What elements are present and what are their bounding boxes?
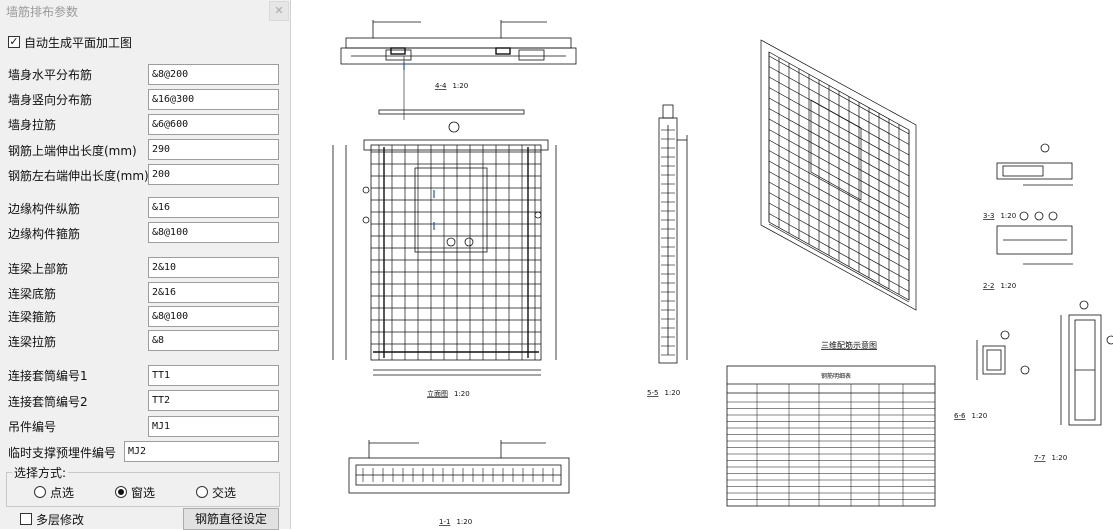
multi-layer-checkbox[interactable] (20, 513, 32, 525)
section-1-1-drawing (348, 440, 570, 494)
field-label: 墙身水平分布筋 (8, 68, 93, 82)
auto-generate-label: 自动生成平面加工图 (24, 36, 133, 50)
field-label: 连接套筒编号1 (8, 369, 88, 383)
field-label: 钢筋上端伸出长度(mm) (8, 144, 137, 158)
radio-window-select[interactable] (115, 486, 127, 498)
elevation-drawing (332, 109, 557, 376)
field-label: 连梁上部筋 (8, 262, 69, 276)
field-label: 墙身竖向分布筋 (8, 93, 93, 107)
select-mode-group (6, 472, 280, 507)
top-extension-input[interactable]: 290 (148, 139, 279, 160)
lifting-piece-input[interactable]: MJ1 (148, 416, 279, 437)
rebar-schedule-table (726, 365, 936, 507)
rebar-parameters-panel: 墙筋排布参数 ✕ ✓ 自动生成平面加工图 墙身水平分布筋 &8@200 墙身竖向… (0, 0, 291, 530)
radio-label: 交选 (212, 486, 237, 500)
field-label: 吊件编号 (8, 420, 57, 434)
section-7-7-drawing (1060, 300, 1113, 426)
horizontal-rebar-input[interactable]: &8@200 (148, 64, 279, 85)
field-label: 边缘构件纵筋 (8, 202, 81, 216)
radio-point-select[interactable] (34, 486, 46, 498)
radio-label: 点选 (50, 486, 75, 500)
panel-title: 墙筋排布参数 (6, 5, 79, 19)
field-label: 连梁拉筋 (8, 335, 57, 349)
field-label: 连梁底筋 (8, 287, 57, 301)
3d-rebar-view (760, 39, 917, 311)
beam-bottom-rebar-input[interactable]: 2&16 (148, 282, 279, 303)
side-extension-input[interactable]: 200 (148, 164, 279, 185)
vertical-rebar-input[interactable]: &16@300 (148, 89, 279, 110)
panel-titlebar: 墙筋排布参数 ✕ (0, 0, 290, 22)
section-5-5-drawing (658, 104, 688, 364)
field-label: 连接套筒编号2 (8, 395, 88, 409)
radio-label: 窗选 (131, 486, 156, 500)
field-label: 钢筋左右端伸出长度(mm) (8, 169, 149, 183)
field-label: 墙身拉筋 (8, 118, 57, 132)
beam-top-rebar-input[interactable]: 2&10 (148, 257, 279, 278)
section-2-2-drawing (996, 211, 1073, 265)
radio-cross-select[interactable] (196, 486, 208, 498)
3d-view-label: 三维配筋示意图 (821, 340, 877, 350)
beam-stirrup-input[interactable]: &8@100 (148, 306, 279, 327)
field-label: 边缘构件箍筋 (8, 227, 81, 241)
sleeve-1-input[interactable]: TT1 (148, 365, 279, 386)
rebar-diameter-button[interactable]: 钢筋直径设定 (183, 508, 279, 530)
section-3-3-drawing (996, 143, 1073, 186)
section-6-6-drawing (976, 330, 1030, 380)
auto-generate-checkbox[interactable]: ✓ (8, 35, 20, 48)
beam-tie-input[interactable]: &8 (148, 330, 279, 351)
support-embed-input[interactable]: MJ2 (124, 441, 279, 462)
multi-layer-label: 多层修改 (36, 513, 85, 527)
field-label: 连梁箍筋 (8, 310, 57, 324)
edge-longitudinal-input[interactable]: &16 (148, 197, 279, 218)
tie-bar-input[interactable]: &6@600 (148, 114, 279, 135)
sleeve-2-input[interactable]: TT2 (148, 390, 279, 411)
table-title: 钢筋明细表 (821, 372, 851, 380)
close-icon[interactable]: ✕ (269, 1, 289, 21)
select-mode-label: 选择方式: (12, 464, 69, 481)
edge-stirrup-input[interactable]: &8@100 (148, 222, 279, 243)
field-label: 临时支撑预埋件编号 (8, 446, 117, 460)
section-4-4-drawing (340, 20, 577, 120)
